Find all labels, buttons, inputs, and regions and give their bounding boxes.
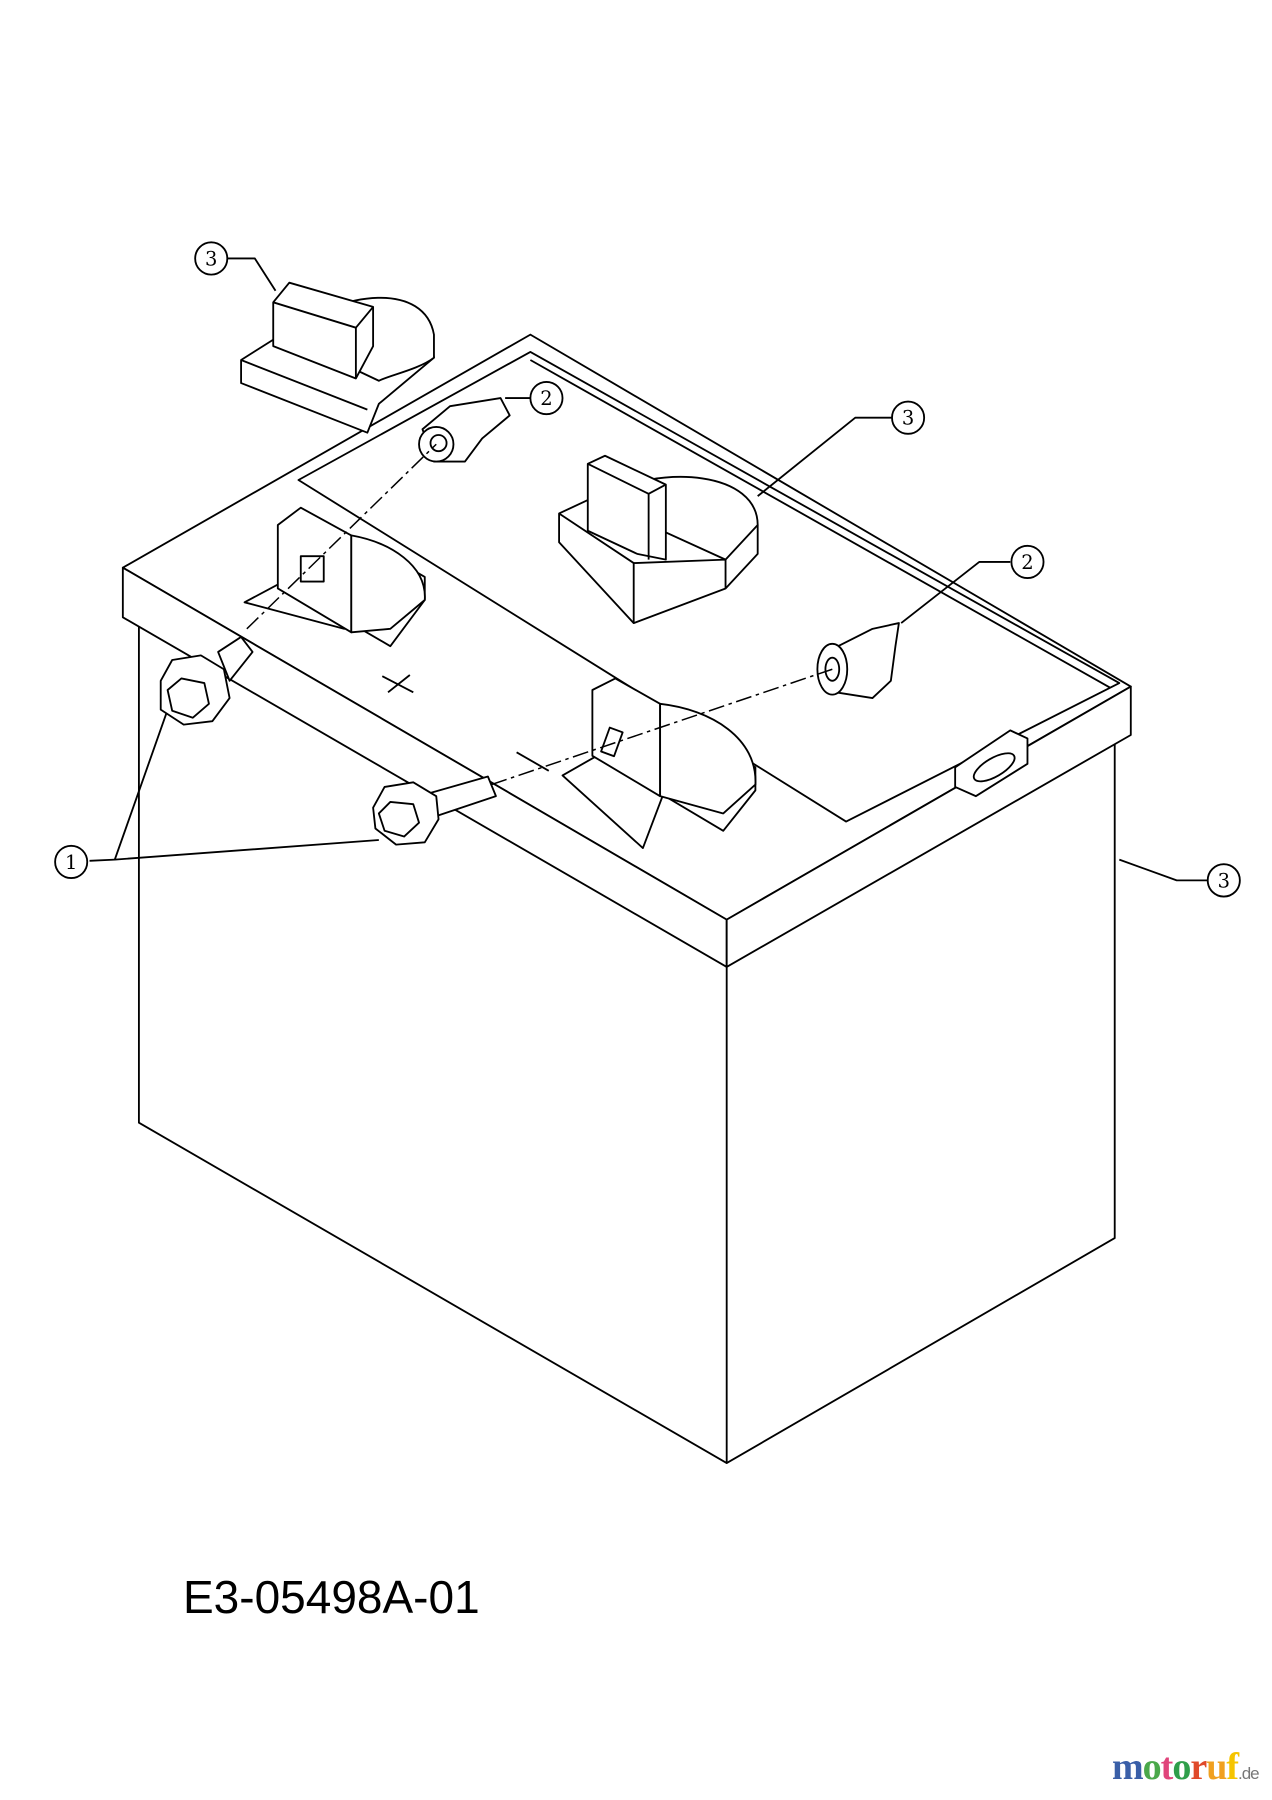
- polarity-marks: [381, 674, 550, 772]
- svg-text:3: 3: [1218, 869, 1230, 892]
- callout-3-center: 3: [891, 400, 926, 435]
- callout-2-top: 2: [529, 380, 564, 416]
- logo-text: motoruf: [1112, 1746, 1239, 1788]
- center-line: [246, 443, 437, 630]
- callout-2-right: 2: [1010, 544, 1045, 579]
- callout-1: 1: [54, 844, 89, 879]
- callout-3-right: 3: [1206, 863, 1241, 898]
- logo-letter: u: [1206, 1746, 1227, 1788]
- logo-letter: f: [1226, 1746, 1239, 1788]
- bolt-right: [372, 775, 497, 846]
- vent-plug: [954, 729, 1029, 798]
- svg-text:2: 2: [540, 387, 552, 410]
- motoruf-logo: motoruf.de: [1112, 1745, 1260, 1789]
- terminal-cover-top-left: [240, 281, 435, 434]
- svg-text:1: 1: [65, 851, 77, 874]
- logo-letter: o: [1172, 1746, 1191, 1788]
- part-number-label: E3-05498A-01: [183, 1571, 480, 1623]
- leader-lines: [89, 257, 1208, 882]
- svg-text:3: 3: [205, 247, 217, 270]
- logo-letter: m: [1112, 1746, 1144, 1788]
- logo-suffix: .de: [1237, 1764, 1260, 1783]
- battery-body: [137, 623, 1116, 1464]
- negative-terminal: [561, 677, 757, 849]
- terminal-cover-center: [558, 454, 759, 624]
- svg-text:2: 2: [1021, 551, 1033, 574]
- svg-text:3: 3: [902, 407, 914, 430]
- battery-lid: [121, 333, 1132, 968]
- callout-3-top-left: 3: [194, 241, 229, 276]
- bolt-left: [159, 636, 254, 726]
- center-line: [491, 668, 833, 786]
- logo-letter: t: [1160, 1746, 1174, 1788]
- logo-letter: r: [1190, 1746, 1207, 1788]
- positive-terminal: [243, 506, 426, 648]
- logo-letter: o: [1142, 1746, 1162, 1788]
